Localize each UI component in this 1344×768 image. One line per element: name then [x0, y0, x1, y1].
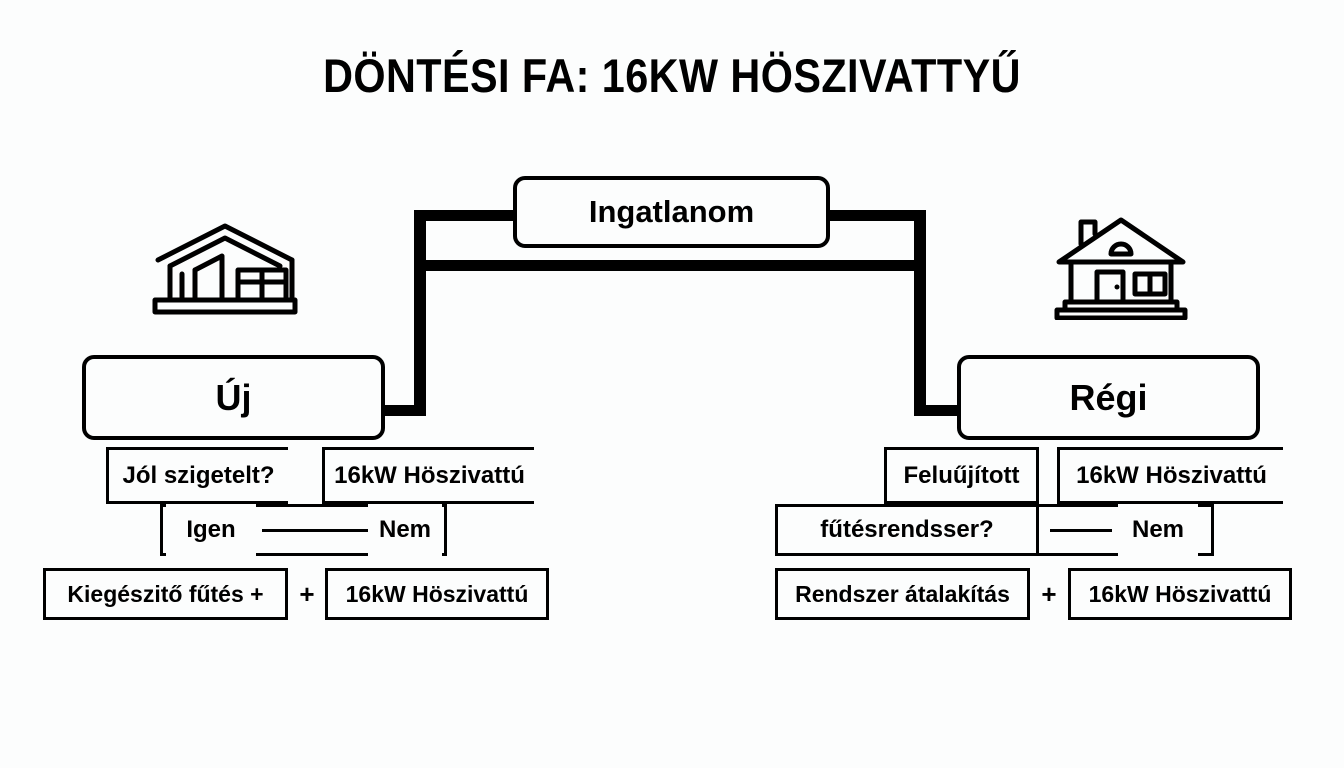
right-question-a-box[interactable]: Feluűjított [884, 447, 1039, 504]
left-direct-box[interactable]: 16kW Höszivattú [322, 447, 534, 504]
connector-mid-bus [414, 260, 926, 271]
left-outcome-b-label: 16kW Höszivattú [345, 580, 529, 607]
node-branch-uj[interactable]: Új [82, 355, 385, 440]
left-answer-igen-label: Igen [186, 516, 236, 543]
page-title: DÖNTÉSI FA: 16KW HÖSZIVATTYŰ [323, 49, 1021, 102]
left-outcome-plus-label: + [299, 578, 315, 609]
connector-root-left-horizontal [414, 210, 526, 221]
node-root-ingatlanom[interactable]: Ingatlanom [513, 176, 830, 248]
left-question-label: Jól szigetelt? [122, 461, 275, 489]
node-branch-regi-label: Régi [1069, 376, 1148, 418]
right-outcome-plus: + [1034, 568, 1064, 620]
left-answer-igen[interactable]: Igen [166, 504, 256, 556]
left-answers-divider [262, 529, 368, 532]
left-outcome-a-box[interactable]: Kiegészitő fűtés + [43, 568, 288, 620]
right-answers-divider [1050, 529, 1112, 532]
left-outcome-b-box[interactable]: 16kW Höszivattú [325, 568, 549, 620]
left-outcome-a-label: Kiegészitő fűtés + [67, 580, 264, 607]
connector-right-vertical [914, 210, 926, 416]
right-answer-nem-label: Nem [1131, 516, 1185, 543]
right-outcome-plus-label: + [1041, 578, 1057, 609]
right-direct-label: 16kW Höszivattú [1076, 461, 1267, 489]
connector-left-stub [370, 405, 426, 416]
connector-right-stub [914, 405, 970, 416]
right-answer-nem[interactable]: Nem [1118, 504, 1198, 556]
connector-left-vertical [414, 210, 426, 416]
right-question-a-label: Feluűjított [903, 461, 1020, 489]
left-outcome-plus: + [292, 568, 322, 620]
right-question-b-box[interactable]: fűtésrendsser? [775, 504, 1039, 556]
node-root-label: Ingatlanom [588, 194, 755, 229]
modern-house-icon [150, 218, 300, 318]
right-direct-box[interactable]: 16kW Höszivattú [1057, 447, 1283, 504]
node-branch-regi[interactable]: Régi [957, 355, 1260, 440]
classic-house-icon [1053, 214, 1189, 320]
right-outcome-b-label: 16kW Höszivattú [1088, 580, 1272, 607]
right-outcome-a-box[interactable]: Rendszer átalakítás [775, 568, 1030, 620]
left-direct-label: 16kW Höszivattú [334, 461, 525, 489]
node-branch-uj-label: Új [215, 376, 252, 418]
right-question-b-label: fűtésrendsser? [820, 516, 994, 543]
right-outcome-b-box[interactable]: 16kW Höszivattú [1068, 568, 1292, 620]
left-answer-nem-label: Nem [378, 516, 432, 543]
left-answer-nem[interactable]: Nem [368, 504, 442, 556]
right-outcome-a-label: Rendszer átalakítás [795, 580, 1010, 607]
left-question-box[interactable]: Jól szigetelt? [106, 447, 288, 504]
connector-root-right-horizontal [818, 210, 926, 221]
